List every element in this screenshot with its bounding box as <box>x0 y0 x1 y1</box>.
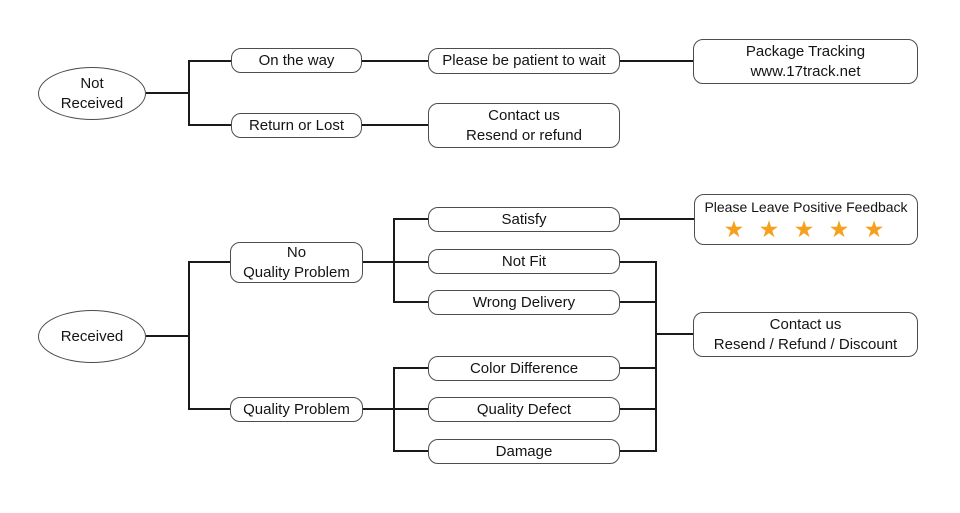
node-not-received-line2: Received <box>60 94 124 112</box>
node-damage-label: Damage <box>495 442 553 460</box>
node-no-quality-line2: Quality Problem <box>243 263 350 281</box>
node-package-tracking: Package Tracking www.17track.net <box>693 39 918 84</box>
connector-no-quality-out <box>363 261 394 263</box>
node-wrong-delivery-label: Wrong Delivery <box>472 293 576 311</box>
node-positive-feedback: Please Leave Positive Feedback ★ ★ ★ ★ ★ <box>694 194 918 245</box>
node-package-tracking-line2: www.17track.net <box>750 62 861 80</box>
connector-satisfy-in <box>393 218 428 220</box>
connector-return-to-contact <box>362 124 428 126</box>
five-star-rating-icon: ★ ★ ★ ★ ★ <box>723 216 889 243</box>
connector-not-fit-out <box>620 261 657 263</box>
node-contact-discount-line1: Contact us <box>769 316 842 333</box>
node-contact-resend-refund: Contact us Resend or refund <box>428 103 620 148</box>
node-quality-defect-label: Quality Defect <box>476 400 572 418</box>
connector-quality-in <box>188 408 230 410</box>
node-color-difference-label: Color Difference <box>469 359 579 377</box>
node-quality-problem-label: Quality Problem <box>243 400 350 418</box>
node-return-or-lost-label: Return or Lost <box>248 116 345 134</box>
node-please-wait: Please be patient to wait <box>428 48 620 74</box>
node-not-received: Not Received <box>38 67 146 120</box>
connector-no-quality-bus <box>393 218 395 303</box>
node-not-fit-label: Not Fit <box>501 252 547 270</box>
connector-no-quality-in <box>188 261 230 263</box>
connector-quality-out <box>363 408 394 410</box>
connector-color-difference-in <box>393 367 428 369</box>
connector-quality-defect-in <box>393 408 428 410</box>
node-received: Received <box>38 310 146 363</box>
node-damage: Damage <box>428 439 620 464</box>
node-no-quality-line1: No <box>286 244 307 261</box>
connector-contact-discount-in <box>655 333 693 335</box>
node-satisfy: Satisfy <box>428 207 620 232</box>
node-contact-resend-refund-discount: Contact us Resend / Refund / Discount <box>693 312 918 357</box>
node-contact-discount-line2: Resend / Refund / Discount <box>713 335 898 353</box>
connector-damage-in <box>393 450 428 452</box>
node-no-quality-problem: No Quality Problem <box>230 242 363 283</box>
connector-on-the-way-in <box>188 60 231 62</box>
node-satisfy-label: Satisfy <box>501 210 547 228</box>
node-contact-resend-line1: Contact us <box>488 107 560 124</box>
connector-not-fit-in <box>393 261 428 263</box>
node-positive-feedback-label: Please Leave Positive Feedback <box>704 198 908 215</box>
node-quality-problem: Quality Problem <box>230 397 363 422</box>
node-on-the-way: On the way <box>231 48 362 73</box>
connector-wrong-delivery-in <box>393 301 428 303</box>
node-not-received-line1: Not <box>80 75 104 92</box>
connector-quality-defect-out <box>620 408 657 410</box>
connector-right-bus <box>655 261 657 451</box>
node-contact-resend-line2: Resend or refund <box>466 126 582 144</box>
node-please-wait-label: Please be patient to wait <box>442 52 606 70</box>
connector-not-received-stem <box>146 92 189 94</box>
node-received-label: Received <box>60 327 124 345</box>
connector-quality-bus <box>393 367 395 452</box>
node-wrong-delivery: Wrong Delivery <box>428 290 620 315</box>
connector-please-wait-to-tracking <box>620 60 693 62</box>
connector-damage-out <box>620 450 657 452</box>
node-on-the-way-label: On the way <box>258 51 335 69</box>
connector-return-or-lost-in <box>188 124 231 126</box>
node-package-tracking-line1: Package Tracking <box>745 43 866 60</box>
node-color-difference: Color Difference <box>428 356 620 381</box>
connector-received-stem <box>146 335 189 337</box>
connector-color-difference-out <box>620 367 657 369</box>
connector-received-bus <box>188 261 190 410</box>
connector-on-the-way-to-please-wait <box>362 60 428 62</box>
connector-not-received-bus <box>188 60 190 125</box>
node-return-or-lost: Return or Lost <box>231 113 362 138</box>
node-not-fit: Not Fit <box>428 249 620 274</box>
connector-satisfy-to-feedback <box>620 218 694 220</box>
node-quality-defect: Quality Defect <box>428 397 620 422</box>
connector-wrong-delivery-out <box>620 301 657 303</box>
